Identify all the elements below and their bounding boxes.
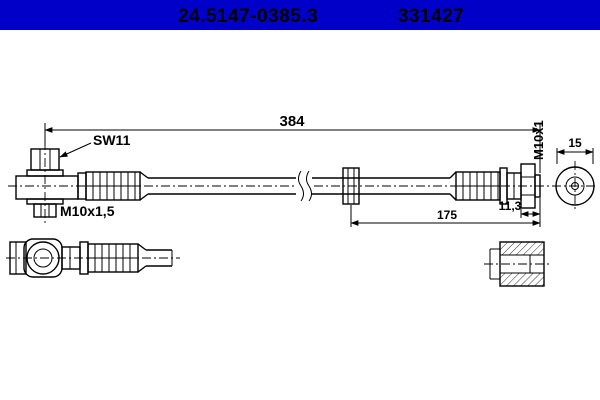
part-number: 24.5147-0385.3 (178, 6, 318, 27)
dimension-11-3: 11,3 (499, 199, 541, 218)
dimension-11-3-label: 11,3 (499, 199, 522, 213)
reference-number: 331427 (398, 6, 464, 27)
end-view (555, 166, 595, 206)
break-symbol (296, 170, 312, 202)
right-fitting (449, 163, 541, 209)
left-strain-relief (77, 171, 149, 201)
dimension-384-label: 384 (279, 113, 305, 130)
cross-section-detail (489, 241, 545, 287)
label-m10x1-text: M10x1 (531, 120, 546, 160)
dimension-175-label: 175 (437, 208, 457, 222)
bottom-left-view (9, 238, 173, 278)
dimension-15-label: 15 (568, 136, 582, 150)
header-bar: 24.5147-0385.3 331427 (0, 0, 600, 30)
label-sw11-text: SW11 (93, 132, 131, 148)
label-sw11: SW11 (59, 132, 131, 158)
mounting-grommet (342, 167, 360, 205)
header-background (0, 0, 600, 30)
dimension-384: 384 (44, 113, 541, 173)
label-m10x15-text: M10x1,5 (60, 203, 115, 219)
dimension-15: 15 (556, 136, 594, 164)
dimension-175: 175 (350, 198, 541, 227)
